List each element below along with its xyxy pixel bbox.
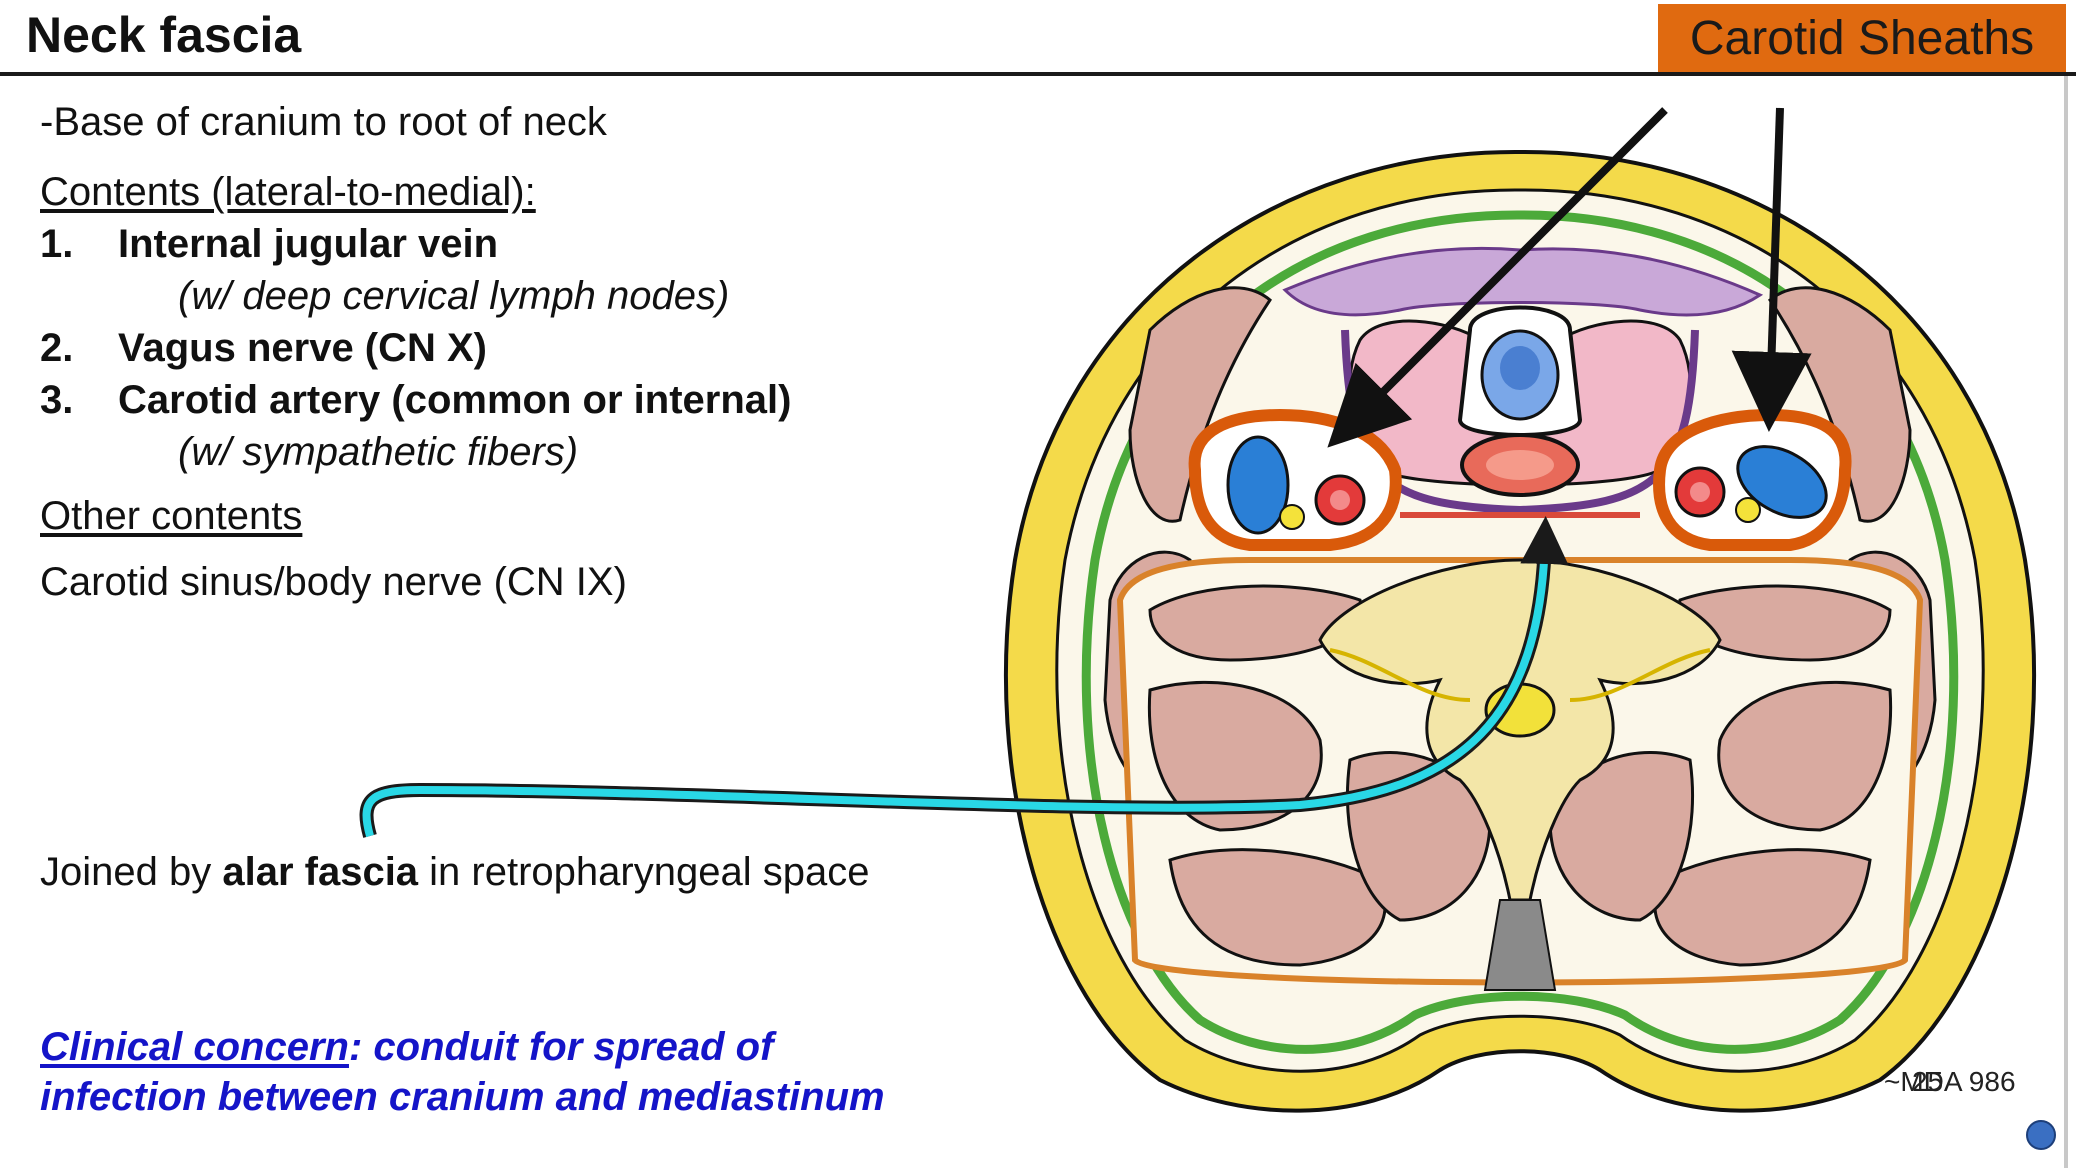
item-note-ijv: (w/ deep cervical lymph nodes)	[178, 274, 730, 318]
pointer-arrow-icon	[1327, 107, 1668, 448]
vagus-nerve-right	[1735, 497, 1761, 523]
item-label-ijv: Internal jugular vein	[118, 222, 499, 266]
slide-edge	[2064, 76, 2068, 1168]
slide-number: 25	[1912, 1066, 1944, 1097]
carotid-sheaths-badge: Carotid Sheaths	[1658, 4, 2066, 72]
clinical-line2: infection between cranium and mediastinu…	[40, 1075, 885, 1119]
item-label-vagus: Vagus nerve (CN X)	[118, 326, 488, 370]
item-number: 3.	[40, 378, 74, 422]
investing-fascia	[1081, 210, 1959, 1054]
clinical-concern: Clinical concern: conduit for spread of …	[40, 1022, 885, 1122]
internal-jugular-vein-right	[1736, 445, 1828, 519]
contents-heading: Contents (lateral-to-medial):	[40, 170, 536, 214]
item-note-carotid: (w/ sympathetic fibers)	[178, 430, 579, 474]
alar-arrow-icon	[362, 516, 1569, 838]
nuchal-ligament	[1483, 899, 1557, 991]
carotid-sheath-right	[1653, 408, 1852, 551]
other-contents-heading: Other contents	[40, 494, 303, 538]
alar-term: alar fascia	[222, 850, 419, 894]
figure-reference: ~MDA 986	[1884, 1066, 2016, 1097]
strap-muscles	[1282, 246, 1764, 317]
extent-text: -Base of cranium to root of neck	[40, 100, 607, 144]
other-contents-text: Carotid sinus/body nerve (CN IX)	[40, 560, 627, 604]
alar-suffix: in retropharyngeal space	[418, 850, 870, 894]
alar-prefix: Joined by	[40, 850, 223, 894]
deep-neck-muscles	[1147, 584, 1893, 967]
item-number: 2.	[40, 326, 74, 370]
trachea	[1457, 305, 1583, 437]
esophagus	[1460, 433, 1580, 497]
title-divider	[0, 72, 2076, 76]
pointer-arrow-icon	[1731, 107, 1812, 432]
vagus-nerve-left	[1279, 504, 1305, 530]
clinical-line1: : conduit for spread of	[348, 1025, 774, 1069]
internal-jugular-vein-left	[1226, 435, 1290, 535]
carotid-sheath-left	[1188, 408, 1402, 551]
item-number: 1.	[40, 222, 74, 266]
nav-dot-icon[interactable]	[2026, 1120, 2056, 1150]
item-label-carotid: Carotid artery (common or internal)	[118, 378, 792, 422]
alar-fascia-text: Joined by alar fascia in retropharyngeal…	[40, 850, 869, 895]
slide-title: Neck fascia	[26, 7, 302, 63]
clinical-lead: Clinical concern	[40, 1025, 349, 1069]
